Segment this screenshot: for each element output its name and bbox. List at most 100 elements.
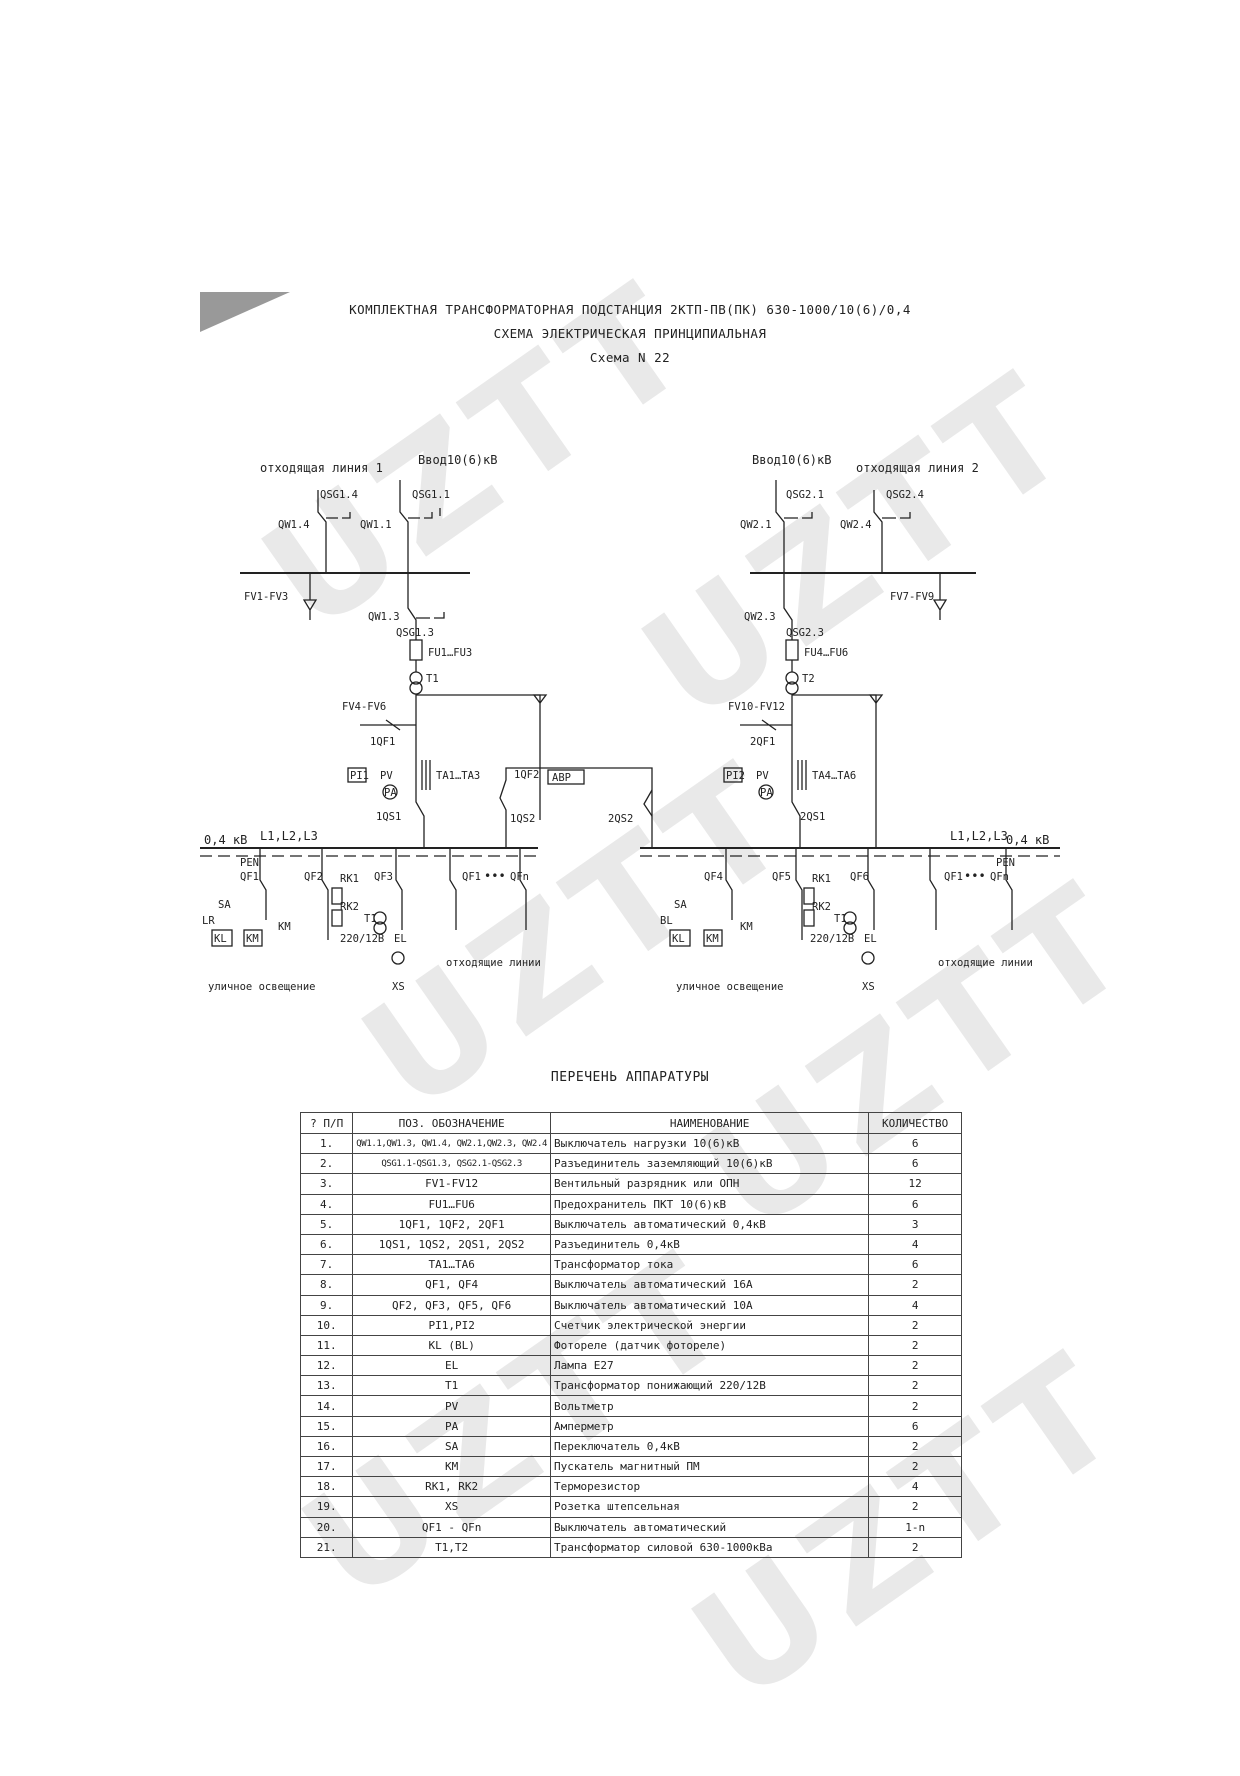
cell-qty: 6 — [868, 1193, 962, 1215]
switch-qw23 — [783, 573, 793, 640]
label-rk1-left: RK1 — [340, 873, 359, 885]
label-ta1-ta3: TA1…TA3 — [436, 770, 480, 782]
label-1qs1: 1QS1 — [376, 811, 401, 823]
label-qfn-right: QFn — [990, 871, 1009, 883]
resistor-rk1-left — [331, 887, 343, 905]
label-street-left: уличное освещение — [208, 981, 315, 993]
cell-name: Предохранитель ПКТ 10(6)кВ — [549, 1193, 870, 1215]
cell-pos: TA1…TA6 — [352, 1254, 551, 1276]
label-fu1-fu3: FU1…FU3 — [428, 647, 472, 659]
relay-kl-right — [669, 929, 691, 947]
switch-1qs1 — [415, 790, 425, 848]
label-xs-left: XS — [392, 981, 405, 993]
cell-pos: QF1, QF4 — [352, 1274, 551, 1296]
col-header-name: НАИМЕНОВАНИЕ — [549, 1112, 870, 1134]
label-rk2-left: RK2 — [340, 901, 359, 913]
cell-name: Амперметр — [549, 1415, 870, 1437]
label-qw13: QW1.3 — [368, 611, 400, 623]
cell-num: 19. — [299, 1496, 354, 1518]
tie-line — [499, 767, 653, 848]
label-bus-v-right: 0,4 кВ — [1006, 833, 1049, 847]
cell-num: 16. — [299, 1435, 354, 1458]
relay-kl-left — [211, 929, 233, 947]
label-fu4-fu6: FU4…FU6 — [804, 647, 848, 659]
cell-pos: 1QF1, 1QF2, 2QF1 — [352, 1213, 551, 1235]
cell-pos: T1 — [352, 1375, 551, 1397]
transformer-t1-low-b — [373, 921, 387, 935]
label-sa-left: SA — [218, 899, 231, 911]
label-qw23: QW2.3 — [744, 611, 776, 623]
label-2qs2: 2QS2 — [608, 813, 633, 825]
label-xs-right: XS — [862, 981, 875, 993]
cell-num: 4. — [299, 1193, 354, 1215]
label-1qf1: 1QF1 — [370, 736, 395, 748]
arrester-fv7 — [932, 573, 948, 620]
ammeter-pa-left — [382, 784, 398, 800]
cell-num: 14. — [299, 1395, 354, 1417]
col-header-qty: КОЛИЧЕСТВО — [868, 1112, 962, 1134]
switch-qw11 — [399, 480, 409, 573]
cell-name: Выключатель автоматический — [549, 1516, 870, 1538]
cell-qty: 2 — [868, 1274, 962, 1296]
transformer-t2-hv — [785, 671, 799, 685]
label-km-left: KM — [246, 933, 259, 945]
cell-qty: 6 — [868, 1132, 962, 1155]
fuse-fu1 — [409, 639, 423, 661]
cell-num: 17. — [299, 1455, 354, 1478]
label-kl-left: KL — [214, 933, 227, 945]
cell-name: Выключатель нагрузки 10(6)кВ — [549, 1132, 870, 1155]
ct-ta1 — [421, 760, 431, 790]
label-2qs1: 2QS1 — [800, 811, 825, 823]
label-220-right: 220/12В — [810, 933, 854, 945]
label-input-left: Ввод10(6)кВ — [418, 453, 497, 467]
label-t2: T2 — [802, 673, 815, 685]
cell-num: 15. — [299, 1415, 354, 1437]
label-pa-right: PA — [760, 787, 773, 799]
coil-km-left — [243, 929, 263, 947]
arrow — [532, 694, 548, 705]
label-qf3-left: QF3 — [374, 871, 393, 883]
coil-km-right — [703, 929, 723, 947]
cell-qty: 4 — [868, 1233, 962, 1256]
arrester-fv10 — [740, 719, 792, 731]
label-fv1-fv3: FV1-FV3 — [244, 591, 288, 603]
cell-qty: 2 — [868, 1435, 962, 1458]
ct-ta4 — [797, 760, 807, 790]
label-street-right: уличное освещение — [676, 981, 783, 993]
cell-name: Разъединитель заземляющий 10(6)кВ — [549, 1153, 870, 1175]
title-line-2: СХЕМА ЭЛЕКТРИЧЕСКАЯ ПРИНЦИПИАЛЬНАЯ — [493, 326, 767, 341]
table-header-row: ? П/П ПОЗ. ОБОЗНАЧЕНИЕ НАИМЕНОВАНИЕ КОЛИ… — [299, 1112, 962, 1134]
cell-num: 9. — [299, 1294, 354, 1316]
cell-qty: 2 — [868, 1334, 962, 1357]
meter-pi1 — [347, 767, 367, 783]
label-qf-out-left: QF1 — [462, 871, 481, 883]
resistor-rk1-right — [803, 887, 815, 905]
label-1qf2: 1QF2 — [514, 769, 539, 781]
cell-pos: SA — [352, 1435, 551, 1458]
label-avr: АВР — [552, 772, 571, 784]
label-qsg13: QSG1.3 — [396, 627, 434, 639]
label-ta4-ta6: TA4…TA6 — [812, 770, 856, 782]
arrester-fv1 — [302, 573, 318, 620]
label-outgoing-right: отходящие линии — [938, 957, 1033, 969]
cell-qty: 12 — [868, 1173, 962, 1195]
earthing-qsg13 — [416, 612, 445, 619]
title-line-3: Схема N 22 — [589, 350, 671, 365]
label-2qf1: 2QF1 — [750, 736, 775, 748]
cell-name: Счетчик электрической энергии — [549, 1314, 870, 1336]
cell-pos: EL — [352, 1355, 551, 1377]
cell-name: Лампа Е27 — [549, 1355, 870, 1377]
label-fv4-fv6: FV4-FV6 — [342, 701, 386, 713]
cell-qty: 4 — [868, 1476, 962, 1498]
cell-qty: 3 — [868, 1213, 962, 1235]
cell-pos: QSG1.1-QSG1.3, QSG2.1-QSG2.3 — [352, 1153, 551, 1175]
